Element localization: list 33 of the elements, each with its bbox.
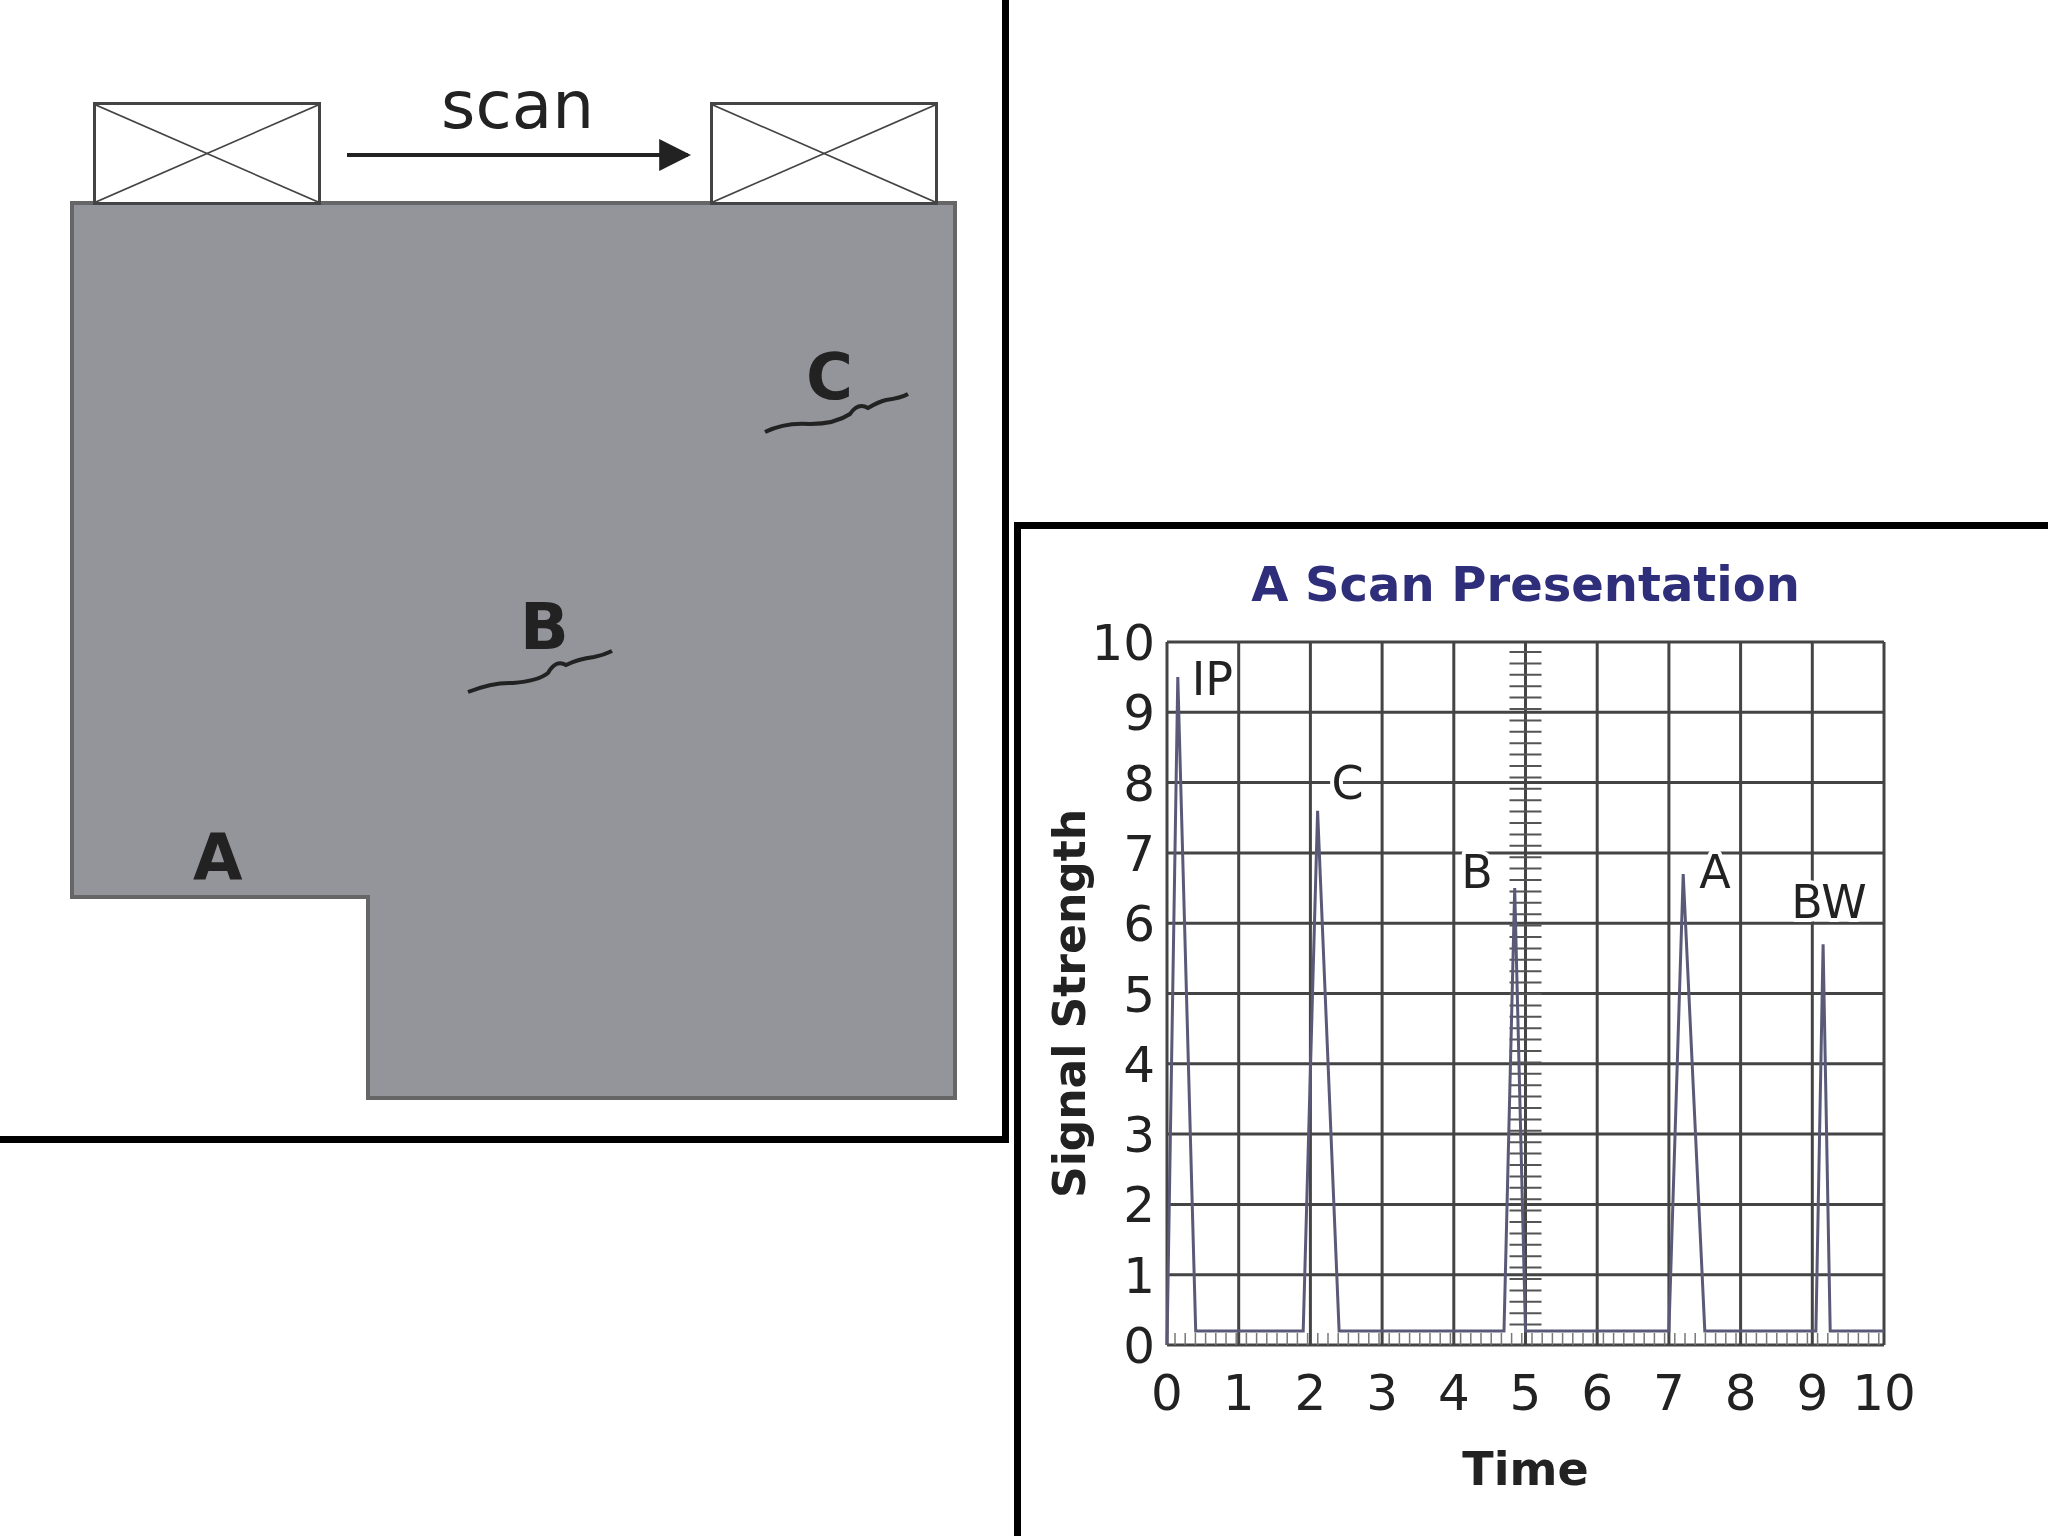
tick-label: 3 <box>1366 1364 1398 1422</box>
transducer-box <box>710 102 938 205</box>
tick-label: 4 <box>1437 1364 1470 1422</box>
axis-title: Signal Strength <box>1044 808 1095 1199</box>
flaw-label: C <box>806 345 853 409</box>
tick-label: 8 <box>1724 1364 1757 1422</box>
peak-label: B <box>1461 845 1493 900</box>
tick-label: 8 <box>1123 754 1155 813</box>
tick-label: 6 <box>1123 895 1155 954</box>
tick-label: 6 <box>1581 1364 1614 1422</box>
flaw-label: B <box>520 595 569 659</box>
tick-label: 7 <box>1123 824 1155 883</box>
tick-label: 9 <box>1796 1364 1829 1422</box>
tick-label: 10 <box>1852 1364 1916 1422</box>
tick-label: 10 <box>1091 614 1155 672</box>
tick-label: 7 <box>1653 1364 1685 1422</box>
tick-label: 4 <box>1123 1035 1155 1094</box>
tick-label: 5 <box>1509 1364 1542 1422</box>
flaw-label: A <box>193 826 243 890</box>
tick-label: 2 <box>1294 1364 1327 1422</box>
axis-title: Time <box>1462 1442 1589 1496</box>
peak-label: A <box>1699 845 1731 899</box>
arrow <box>347 139 692 171</box>
tick-label: 2 <box>1123 1176 1155 1235</box>
peak-label: IP <box>1191 652 1234 707</box>
tick-label: 1 <box>1222 1364 1255 1422</box>
edge-label: scan <box>440 73 595 139</box>
transducer-box <box>93 102 321 205</box>
tick-label: 3 <box>1123 1106 1155 1165</box>
chart-title: A Scan Presentation <box>1251 556 1800 612</box>
tick-label: 9 <box>1123 684 1155 743</box>
tick-label: 1 <box>1123 1246 1155 1305</box>
tick-label: 5 <box>1123 965 1155 1024</box>
